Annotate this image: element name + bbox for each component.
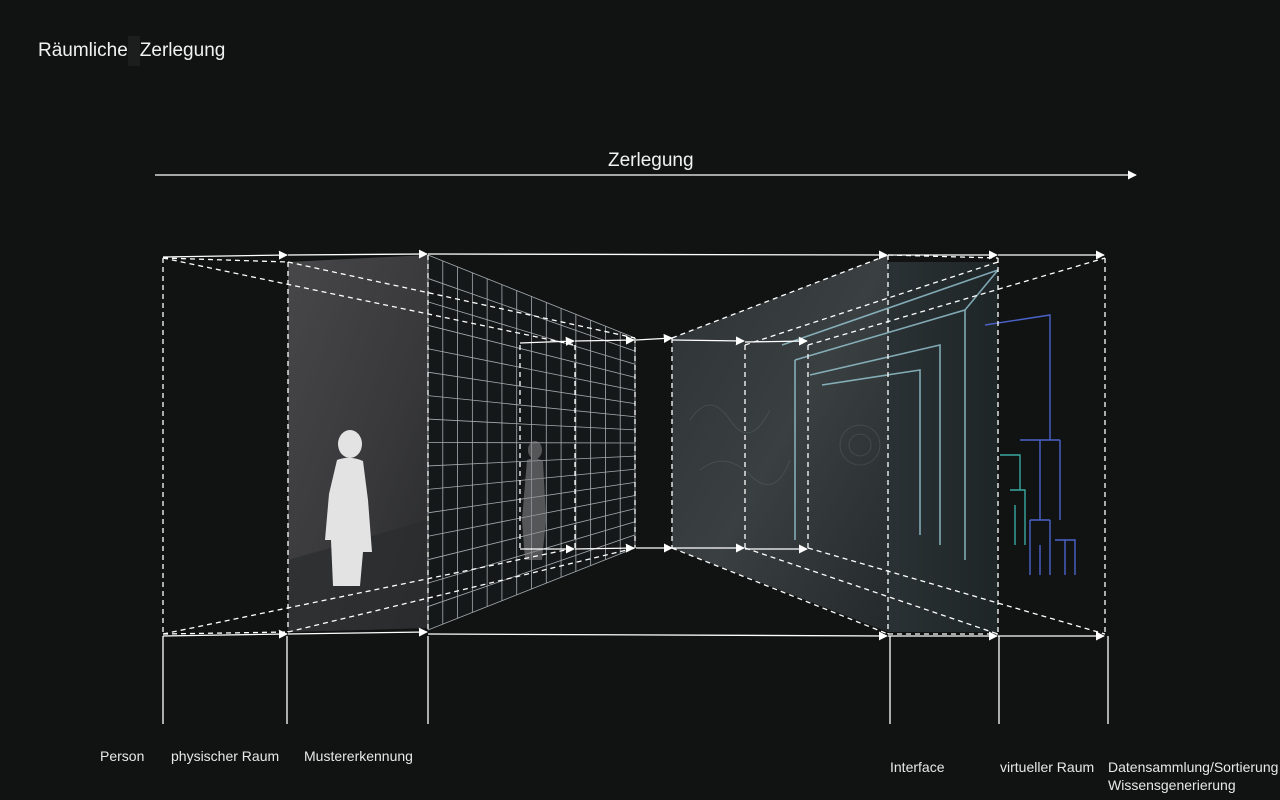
grid-horizontal-line [427,371,636,405]
flow-arrow [287,249,428,259]
flow-arrow [744,336,808,346]
grid-horizontal-line [427,324,636,378]
flow-arrow [574,335,635,345]
dashed-projection-line [807,257,1106,346]
dashed-projection-line [162,257,576,346]
decomposition-arrow-label: Zerlegung [608,150,694,171]
flow-arrow [671,336,745,346]
stage-label-interface: Interface [890,759,945,775]
interface-screen-panel [672,255,888,632]
flow-arrow [162,250,288,260]
title-part-2: Zerlegung [139,40,226,62]
flow-arrow [287,627,428,637]
flow-arrow [635,333,673,343]
dashed-projection-line [287,547,636,633]
dashed-projection-line [162,631,289,635]
ghost-figure-icon [522,441,546,560]
title-part-1: Räumliche [38,40,128,62]
flow-arrow [427,631,888,641]
grid-horizontal-line [427,254,636,339]
virtual-room-wireframe [781,269,999,560]
grid-horizontal-line [427,418,636,431]
grid-horizontal-line [427,348,636,391]
stage-label-person: Person [100,748,145,764]
stage-label-physical-space: physischer Raum [171,748,280,764]
dashed-projection-line [807,547,1106,635]
stage-label-data-collection-line1: Datensammlung/Sortierung [1108,759,1279,775]
grid-horizontal-line [427,301,636,365]
dashed-projection-line [162,547,576,635]
flow-arrow [427,250,888,260]
dashed-projection-line [671,547,889,635]
person-silhouette-icon [325,430,372,586]
title-separator [127,36,140,66]
flow-arrow [162,629,288,639]
stage-label-pattern-recognition: Mustererkennung [304,748,413,764]
dashed-projection-line [671,254,889,339]
flow-arrow [574,543,635,553]
dashed-projection-line [162,257,289,263]
page-title: Räumliche Zerlegung [38,36,225,66]
flow-arrow [519,336,575,346]
stage-label-data-collection: Datensammlung/Sortierung [1108,758,1280,776]
stage-label-virtual-space: virtueller Raum [1000,759,1095,775]
stage-label-knowledge-generation: Wissensgenerierung [1108,777,1236,793]
grid-horizontal-line [427,395,636,418]
virtual-room-panel [888,262,998,632]
grid-horizontal-line [427,534,636,607]
interface-screen-texture [689,404,881,485]
grid-horizontal-line [427,547,636,631]
data-tree-diagram [984,314,1076,575]
grid-horizontal-line [427,278,636,352]
